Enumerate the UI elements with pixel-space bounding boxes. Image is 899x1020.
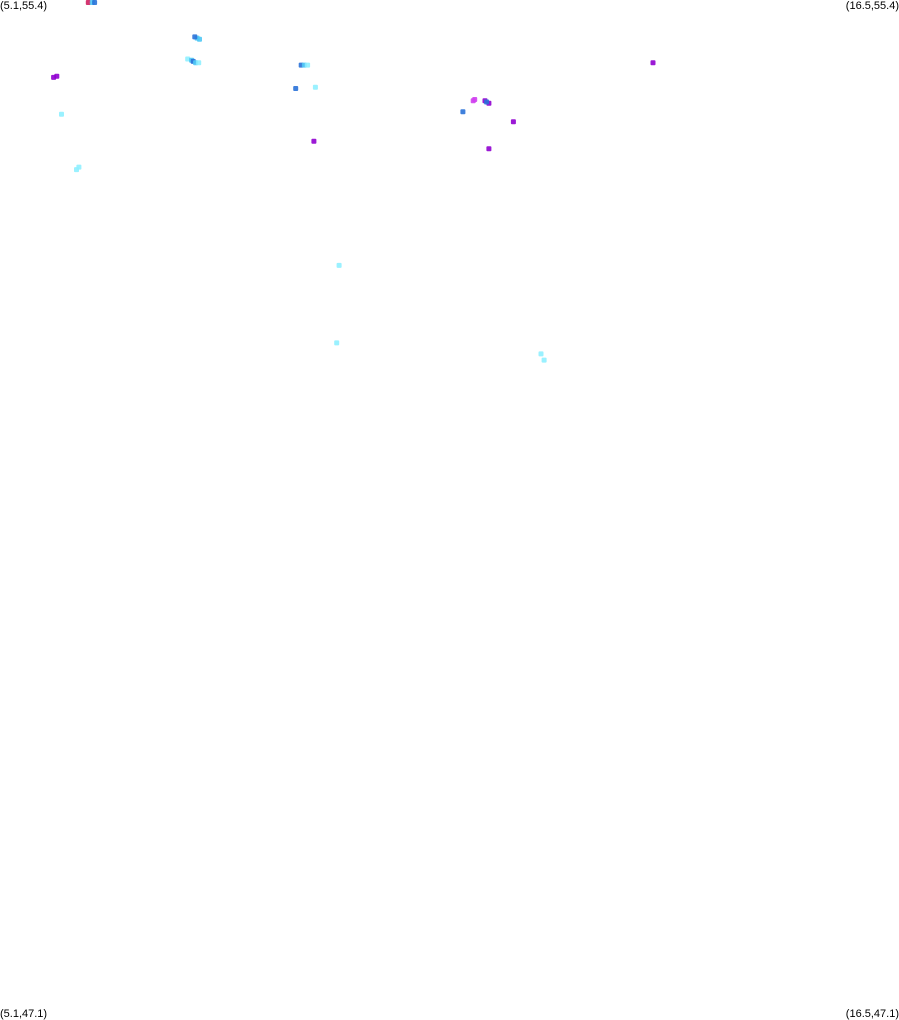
map-point-27 bbox=[510, 119, 516, 125]
map-point-13 bbox=[305, 62, 311, 68]
map-point-22 bbox=[470, 98, 476, 104]
map-point-4 bbox=[197, 36, 202, 42]
map-point-30 bbox=[650, 60, 656, 66]
map-point-14 bbox=[293, 86, 299, 91]
map-point-33 bbox=[538, 351, 544, 357]
map-point-32 bbox=[334, 340, 340, 346]
map-point-17 bbox=[54, 73, 60, 79]
corner-label-bottom-left: (5.1,47.1) bbox=[0, 1008, 48, 1020]
map-point-6 bbox=[185, 56, 191, 62]
corner-label-top-left: (5.1,55.4) bbox=[0, 0, 48, 12]
map-point-28 bbox=[486, 146, 492, 152]
map-point-0 bbox=[85, 0, 91, 5]
map-point-31 bbox=[336, 262, 342, 268]
map-point-5 bbox=[192, 34, 198, 40]
map-point-2 bbox=[92, 0, 98, 5]
map-point-25 bbox=[484, 99, 490, 105]
corner-label-bottom-right: (16.5,47.1) bbox=[845, 1008, 899, 1020]
map-point-26 bbox=[460, 109, 466, 115]
corner-label-top-right: (16.5,55.4) bbox=[845, 0, 899, 12]
map-point-18 bbox=[59, 111, 64, 117]
map-point-34 bbox=[541, 357, 547, 363]
map-point-20 bbox=[76, 164, 82, 170]
map-point-29 bbox=[311, 138, 317, 144]
map-point-15 bbox=[312, 84, 318, 90]
map-point-10 bbox=[196, 60, 202, 66]
points-layer bbox=[51, 0, 656, 363]
